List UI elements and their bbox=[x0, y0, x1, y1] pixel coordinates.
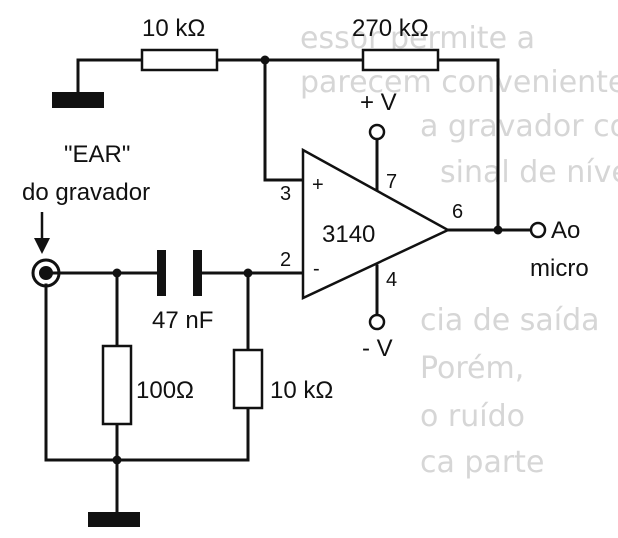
bleed-line-6: Porém, bbox=[420, 351, 524, 386]
input-arrow bbox=[34, 212, 50, 254]
wire-left-rail bbox=[44, 283, 250, 462]
label-r-feedback: 270 kΩ bbox=[352, 15, 429, 42]
label-r-bias: 10 kΩ bbox=[270, 377, 333, 404]
resistor-feedback bbox=[361, 48, 440, 72]
ground-bottom-symbol bbox=[88, 512, 140, 527]
pin-3: 3 bbox=[280, 183, 291, 205]
label-capacitor: 47 nF bbox=[152, 307, 213, 334]
wire-node-to-pin3 bbox=[263, 58, 305, 182]
wire-rf-to-output bbox=[436, 58, 500, 232]
label-output-line2: micro bbox=[530, 255, 589, 282]
opamp-plus-sign: + bbox=[312, 174, 324, 196]
opamp-minus-sign: - bbox=[313, 258, 320, 280]
resistor-shunt bbox=[101, 344, 133, 426]
bleed-line-8: ca parte bbox=[420, 445, 544, 480]
label-r-input: 10 kΩ bbox=[142, 15, 205, 42]
input-jack-center bbox=[39, 266, 53, 280]
input-jack-shield bbox=[31, 258, 61, 288]
bleed-line-7: o ruído bbox=[420, 399, 525, 434]
capacitor-plate-right bbox=[193, 250, 202, 296]
terminal-output bbox=[529, 221, 547, 239]
label-supply-pos: + V bbox=[360, 89, 397, 116]
capacitor bbox=[157, 250, 202, 296]
junctions bbox=[112, 55, 503, 465]
pin-2: 2 bbox=[280, 249, 291, 271]
label-input-line1: "EAR" bbox=[64, 141, 130, 168]
pin-7: 7 bbox=[386, 171, 397, 193]
background-bleed-text: essor permite a parecem conveniente: a g… bbox=[300, 21, 618, 480]
wire-ground-top bbox=[76, 58, 144, 94]
bleed-line-5: cia de saída bbox=[420, 303, 600, 338]
bleed-line-4: sinal de nível bbox=[440, 155, 618, 190]
label-r-shunt: 100Ω bbox=[136, 377, 194, 404]
label-output-line1: Ao bbox=[551, 217, 580, 244]
capacitor-plate-left bbox=[157, 250, 166, 296]
bleed-line-2: parecem conveniente: bbox=[300, 65, 618, 100]
label-supply-neg: - V bbox=[362, 335, 393, 362]
junction-top bbox=[260, 55, 270, 65]
pin-6: 6 bbox=[452, 201, 463, 223]
opamp-triangle bbox=[301, 147, 451, 300]
ground-top-symbol bbox=[52, 92, 104, 108]
pin-4: 4 bbox=[386, 269, 397, 291]
label-opamp: 3140 bbox=[322, 221, 375, 248]
junction-bias bbox=[243, 268, 253, 278]
input-jack bbox=[31, 258, 61, 288]
label-input-line2: do gravador bbox=[22, 179, 150, 206]
junction-input bbox=[112, 268, 122, 278]
resistor-input bbox=[140, 48, 219, 72]
bleed-line-3: a gravador como bbox=[420, 109, 618, 144]
junction-output bbox=[493, 225, 503, 235]
resistor-bias bbox=[232, 348, 264, 410]
terminal-vneg bbox=[368, 313, 386, 331]
terminal-vpos bbox=[368, 123, 386, 141]
junction-bottom bbox=[112, 455, 122, 465]
